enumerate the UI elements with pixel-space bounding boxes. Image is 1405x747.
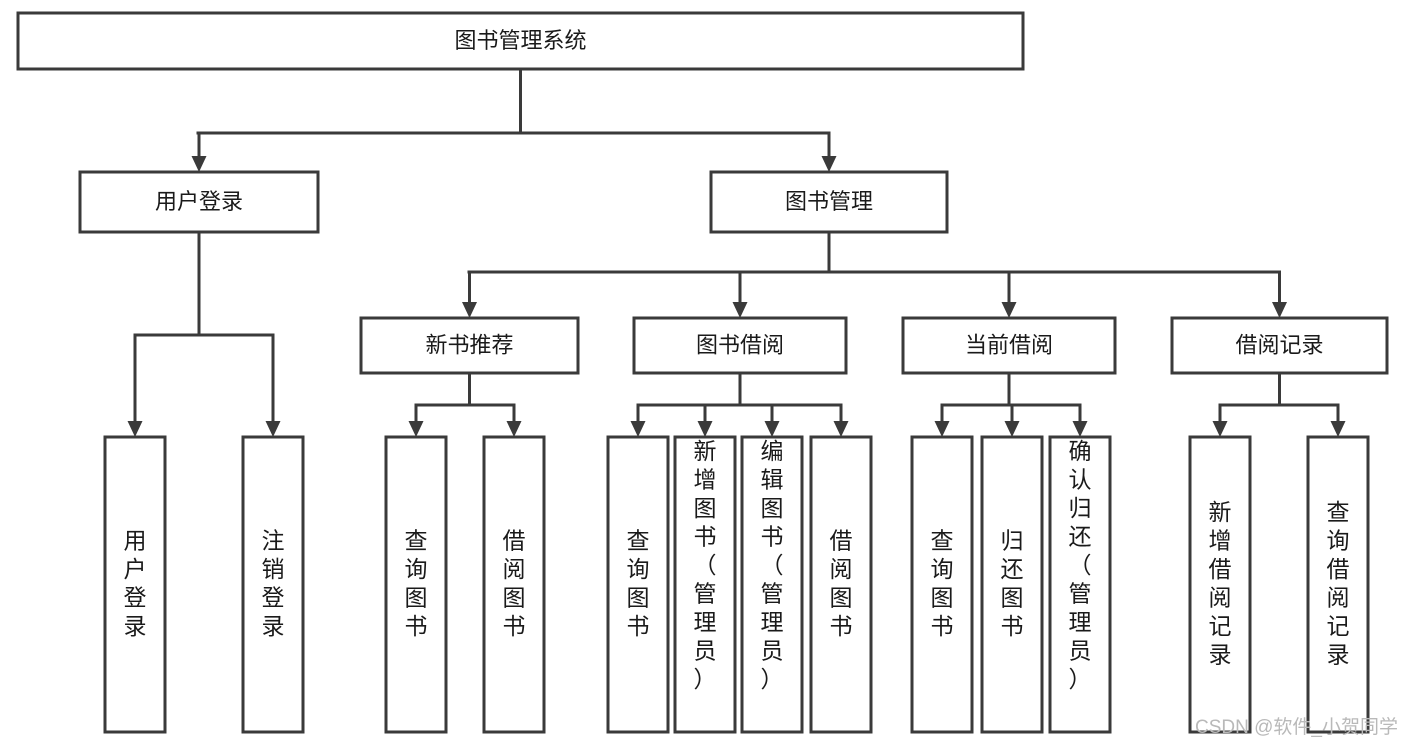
node-root[interactable]: 图书管理系统 — [16, 11, 1025, 71]
node-leaf-add-book-admin[interactable]: 新增图书（管理员） — [673, 435, 737, 734]
level3-current-borrow-arrowhead — [1001, 302, 1017, 318]
node-book-manage[interactable]: 图书管理 — [709, 170, 949, 234]
leaf-leaf-borrow-book-arrowhead — [833, 421, 849, 437]
leaf-leaf-confirm-return-admin-arrowhead — [1072, 421, 1088, 437]
leaf-leaf-query-book-current-arrowhead — [934, 421, 950, 437]
node-box-user-login[interactable] — [78, 170, 320, 234]
node-box-current-borrow[interactable] — [901, 316, 1117, 375]
node-box-leaf-confirm-return-admin[interactable] — [1048, 435, 1112, 734]
node-label-leaf-borrow-book-recommend: 借阅图书 — [503, 528, 526, 640]
node-box-leaf-borrow-book-recommend[interactable] — [482, 435, 546, 734]
level3-book-borrow-arrowhead — [732, 302, 748, 318]
node-box-leaf-user-logout[interactable] — [241, 435, 305, 734]
node-box-leaf-return-book[interactable] — [980, 435, 1044, 734]
node-label-book-borrow: 图书借阅 — [696, 332, 784, 357]
node-label-leaf-user-login: 用户登录 — [124, 528, 147, 640]
leaf-leaf-borrow-book-recommend-arrowhead — [506, 421, 522, 437]
node-box-leaf-borrow-book[interactable] — [809, 435, 873, 734]
leaf-leaf-return-book-arrowhead — [1004, 421, 1020, 437]
node-label-leaf-borrow-book: 借阅图书 — [830, 528, 853, 640]
node-leaf-query-borrow-record[interactable]: 查询借阅记录 — [1306, 435, 1370, 734]
node-leaf-query-book-borrow[interactable]: 查询图书 — [606, 435, 670, 734]
node-box-leaf-edit-book-admin[interactable] — [740, 435, 804, 734]
node-box-borrow-record[interactable] — [1170, 316, 1389, 375]
node-leaf-borrow-book[interactable]: 借阅图书 — [809, 435, 873, 734]
level2-user-login-arrowhead — [191, 156, 207, 172]
connector-layer — [127, 67, 1346, 437]
node-label-user-login: 用户登录 — [155, 189, 243, 214]
level3-new-book-recommend-arrowhead — [462, 302, 477, 318]
node-box-leaf-add-book-admin[interactable] — [673, 435, 737, 734]
leaf-leaf-query-book-recommend-arrowhead — [408, 421, 424, 437]
node-label-leaf-confirm-return-admin: 确认归还（管理员） — [1069, 438, 1092, 692]
node-leaf-query-book-recommend[interactable]: 查询图书 — [384, 435, 448, 734]
level2-book-manage-arrowhead — [821, 156, 837, 172]
node-label-root: 图书管理系统 — [454, 28, 586, 53]
node-current-borrow[interactable]: 当前借阅 — [901, 316, 1117, 375]
node-leaf-user-logout[interactable]: 注销登录 — [241, 435, 305, 734]
node-book-borrow[interactable]: 图书借阅 — [632, 316, 848, 375]
node-box-leaf-query-book-borrow[interactable] — [606, 435, 670, 734]
node-label-leaf-query-book-current: 查询图书 — [931, 528, 954, 640]
node-leaf-add-borrow-record[interactable]: 新增借阅记录 — [1188, 435, 1252, 734]
node-leaf-confirm-return-admin[interactable]: 确认归还（管理员） — [1048, 435, 1112, 734]
node-box-book-manage[interactable] — [709, 170, 949, 234]
node-label-leaf-query-borrow-record: 查询借阅记录 — [1327, 499, 1350, 668]
node-label-new-book-recommend: 新书推荐 — [425, 332, 513, 357]
level3-borrow-record-arrowhead — [1272, 302, 1287, 318]
node-label-leaf-return-book: 归还图书 — [1001, 528, 1024, 640]
node-leaf-user-login[interactable]: 用户登录 — [103, 435, 167, 734]
leaf-leaf-add-book-admin-arrowhead — [697, 421, 713, 437]
node-label-leaf-edit-book-admin: 编辑图书（管理员） — [761, 438, 784, 692]
node-user-login[interactable]: 用户登录 — [78, 170, 320, 234]
node-box-book-borrow[interactable] — [632, 316, 848, 375]
leaf-leaf-user-logout-arrowhead — [265, 421, 281, 437]
node-label-leaf-add-book-admin: 新增图书（管理员） — [694, 438, 717, 692]
node-box-leaf-query-book-current[interactable] — [910, 435, 974, 734]
node-borrow-record[interactable]: 借阅记录 — [1170, 316, 1389, 375]
node-label-current-borrow: 当前借阅 — [965, 332, 1053, 357]
node-label-borrow-record: 借阅记录 — [1235, 332, 1323, 357]
node-leaf-query-book-current[interactable]: 查询图书 — [910, 435, 974, 734]
node-leaf-return-book[interactable]: 归还图书 — [980, 435, 1044, 734]
node-layer: 图书管理系统用户登录图书管理新书推荐图书借阅当前借阅借阅记录用户登录注销登录查询… — [16, 11, 1389, 734]
node-box-leaf-query-borrow-record[interactable] — [1306, 435, 1370, 734]
leaf-leaf-edit-book-admin-arrowhead — [764, 421, 780, 437]
leaf-leaf-add-borrow-record-arrowhead — [1212, 421, 1228, 437]
node-box-leaf-query-book-recommend[interactable] — [384, 435, 448, 734]
node-box-leaf-user-login[interactable] — [103, 435, 167, 734]
node-label-leaf-query-book-recommend: 查询图书 — [405, 528, 428, 640]
node-leaf-borrow-book-recommend[interactable]: 借阅图书 — [482, 435, 546, 734]
leaf-leaf-query-borrow-record-arrowhead — [1330, 421, 1346, 437]
node-box-root[interactable] — [16, 11, 1025, 71]
node-label-leaf-query-book-borrow: 查询图书 — [627, 528, 650, 640]
node-new-book-recommend[interactable]: 新书推荐 — [359, 316, 580, 375]
node-label-book-manage: 图书管理 — [785, 189, 873, 214]
csdn-watermark: CSDN @软件_小贺同学 — [1195, 716, 1398, 738]
leaf-leaf-user-login-arrowhead — [127, 421, 143, 437]
node-leaf-edit-book-admin[interactable]: 编辑图书（管理员） — [740, 435, 804, 734]
node-box-new-book-recommend[interactable] — [359, 316, 580, 375]
node-box-leaf-add-borrow-record[interactable] — [1188, 435, 1252, 734]
node-label-leaf-add-borrow-record: 新增借阅记录 — [1209, 499, 1232, 668]
leaf-leaf-query-book-borrow-arrowhead — [630, 421, 646, 437]
node-label-leaf-user-logout: 注销登录 — [262, 528, 285, 640]
